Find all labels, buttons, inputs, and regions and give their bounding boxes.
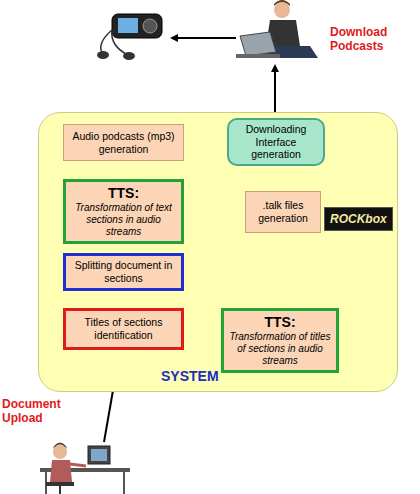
logo-label: ROCKbox: [324, 207, 393, 231]
process-box: Titles of sections identification: [63, 308, 184, 350]
person-laptop: [236, 0, 318, 58]
box-body: Transformation of text sections in audio…: [71, 202, 176, 238]
box-body: Transformation of titles of sections in …: [229, 331, 331, 367]
box-label: Titles of sections identification: [71, 316, 176, 341]
download-arrow: [274, 66, 276, 116]
annotation-label: Download Podcasts: [330, 26, 410, 54]
process-box: Downloading Interface generation: [227, 118, 325, 166]
person-desk: [40, 443, 130, 494]
box-label: Splitting document in sections: [71, 259, 176, 284]
annotation-label: Document Upload: [2, 398, 82, 426]
process-box: Audio podcasts (mp3) generation: [63, 124, 184, 161]
process-box: TTS:Transformation of titles of sections…: [221, 308, 339, 373]
region-title: SYSTEM: [161, 368, 219, 385]
process-box: Splitting document in sections: [63, 253, 184, 291]
download-arrow: [172, 37, 236, 39]
process-box: TTS:Transformation of text sections in a…: [63, 179, 184, 244]
box-heading: TTS:: [108, 185, 139, 202]
box-label: Audio podcasts (mp3) generation: [69, 130, 178, 155]
mp3-player: [97, 14, 162, 60]
box-label: .talk files generation: [251, 199, 315, 224]
process-box: .talk files generation: [245, 191, 321, 233]
box-heading: TTS:: [264, 314, 295, 331]
system-region: SYSTEM Audio podcasts (mp3) generation Dow…: [38, 112, 398, 392]
box-label: Downloading Interface generation: [234, 123, 318, 161]
